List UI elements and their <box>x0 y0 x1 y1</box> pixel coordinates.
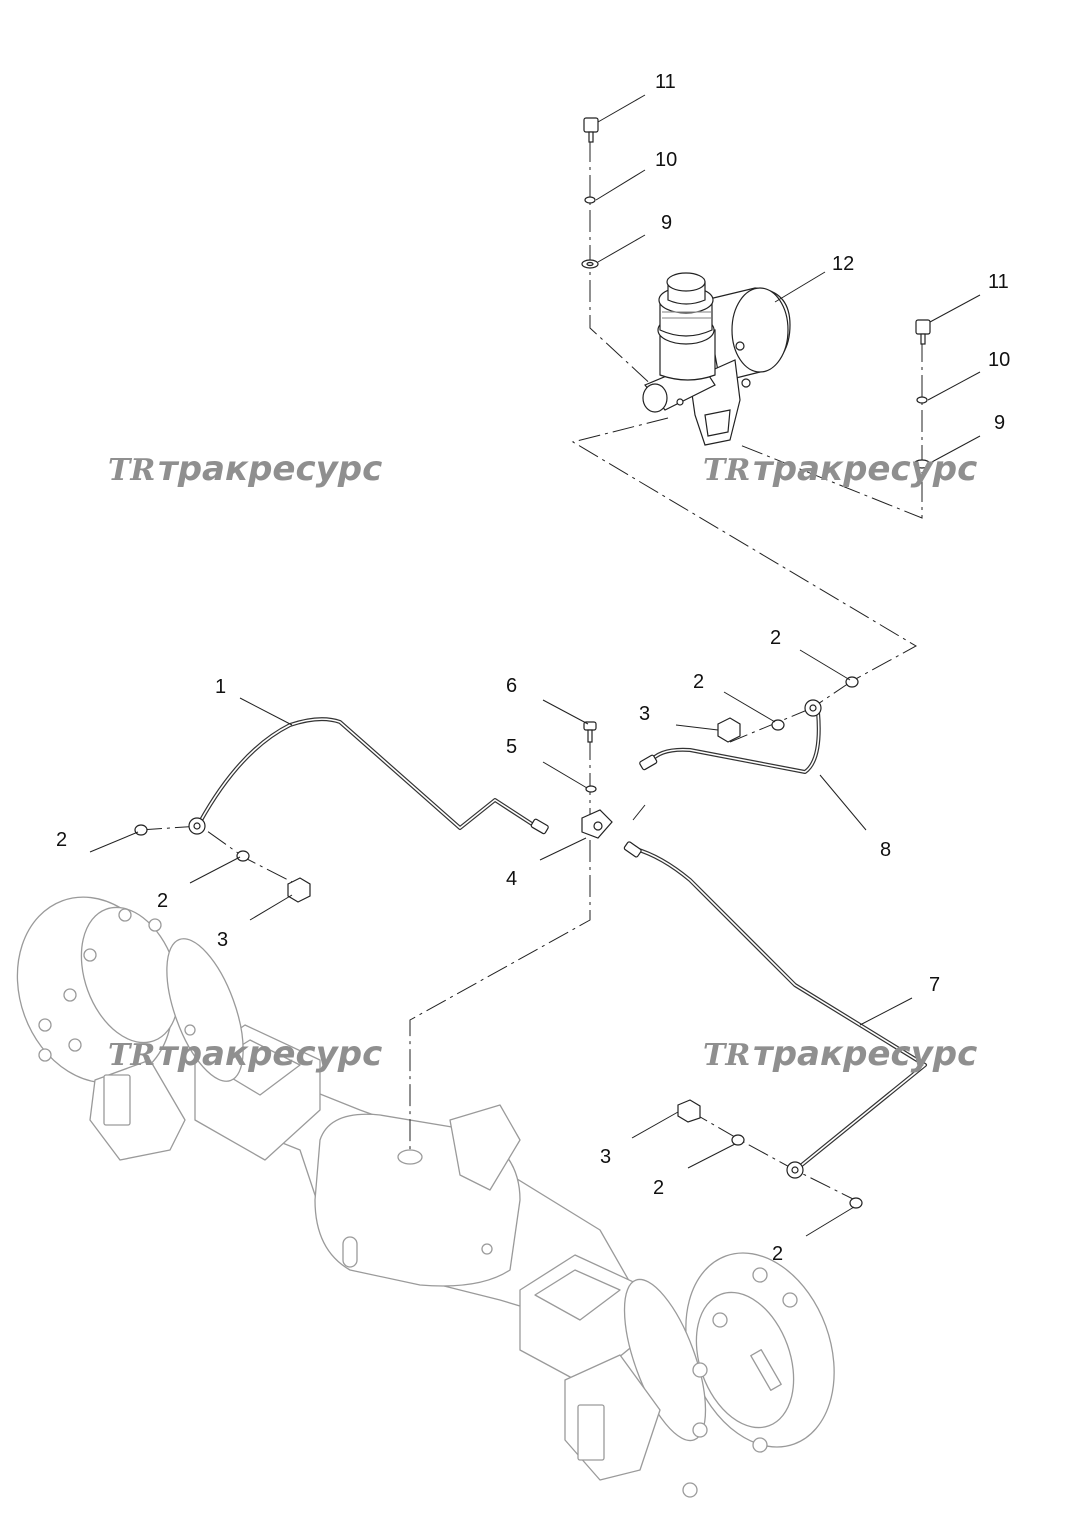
callout-12: 12 <box>832 253 854 275</box>
callout-3: 3 <box>217 929 228 951</box>
callout-2: 2 <box>772 1243 783 1265</box>
callout-8: 8 <box>880 839 891 861</box>
reservoir-fasteners <box>581 117 931 469</box>
watermark-logo: TR <box>703 1038 750 1073</box>
watermark-top-right: TR тракресурс <box>703 449 977 489</box>
watermark-logo: TR <box>703 453 750 488</box>
assembly-centerlines <box>139 140 923 1201</box>
callout-3: 3 <box>600 1146 611 1168</box>
callout-2: 2 <box>693 671 704 693</box>
callout-6: 6 <box>506 675 517 697</box>
callout-2: 2 <box>770 627 781 649</box>
watermark-bottom-left: TR тракресурс <box>108 1034 382 1074</box>
callout-9: 9 <box>661 212 672 234</box>
watermark-logo: TR <box>108 453 155 488</box>
callout-9: 9 <box>994 412 1005 434</box>
watermark-text: тракресурс <box>158 449 382 489</box>
axle-housing-ghost <box>16 896 835 1498</box>
callout-2: 2 <box>653 1177 664 1199</box>
watermark-text: тракресурс <box>753 449 977 489</box>
watermark-bottom-right: TR тракресурс <box>703 1034 977 1074</box>
callout-11: 11 <box>988 271 1009 293</box>
callout-3: 3 <box>639 703 650 725</box>
callout-4: 4 <box>506 868 517 890</box>
watermark-logo: TR <box>108 1038 155 1073</box>
leader-lines <box>89 94 981 1237</box>
callout-2: 2 <box>157 890 168 912</box>
watermark-text: тракресурс <box>158 1034 382 1074</box>
callout-5: 5 <box>506 736 517 758</box>
watermark-top-left: TR тракресурс <box>108 449 382 489</box>
callout-2: 2 <box>56 829 67 851</box>
callout-10: 10 <box>988 349 1010 371</box>
callout-10: 10 <box>655 149 677 171</box>
callout-11: 11 <box>655 71 676 93</box>
brake-fluid-reservoir <box>642 272 791 446</box>
brake-fittings <box>134 676 863 1209</box>
callout-1: 1 <box>215 676 226 698</box>
watermark-text: тракресурс <box>753 1034 977 1074</box>
callout-7: 7 <box>929 974 940 996</box>
callout-labels: 11 10 9 12 11 10 9 2 2 1 6 3 5 2 8 4 2 3… <box>56 71 1010 1265</box>
